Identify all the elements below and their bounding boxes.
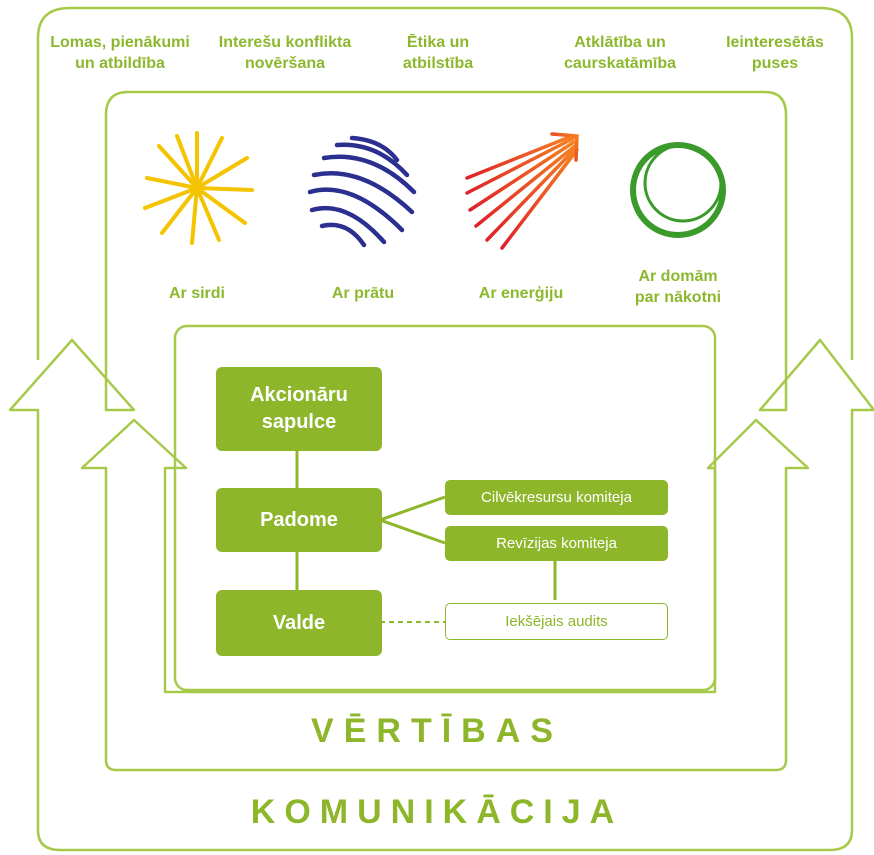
outer-frame-arrows (8, 90, 874, 852)
council-box: Padome (216, 488, 382, 552)
board-box: Valde (216, 590, 382, 656)
value-label-mind: Ar prātu (331, 285, 395, 302)
internal-audit-box: Iekšējais audits (445, 603, 668, 640)
inner-frame-arrows (80, 418, 810, 772)
values-title: VĒRTĪBAS (311, 712, 563, 750)
sun-burst-icon (143, 131, 254, 245)
value-label-energy: Ar enerģiju (478, 285, 564, 302)
communication-title: KOMUNIKĀCIJA (250, 793, 624, 831)
rings-icon (630, 142, 726, 238)
wave-lines-icon (307, 135, 417, 248)
hr-committee-box: Cilvēkresursu komiteja (445, 480, 668, 515)
governance-box (173, 324, 717, 692)
outer-top-arc (36, 6, 854, 360)
arrow-rays-icon (465, 132, 579, 250)
value-label-heart: Ar sirdi (168, 285, 225, 302)
audit-committee-box: Revīzijas komiteja (445, 526, 668, 561)
